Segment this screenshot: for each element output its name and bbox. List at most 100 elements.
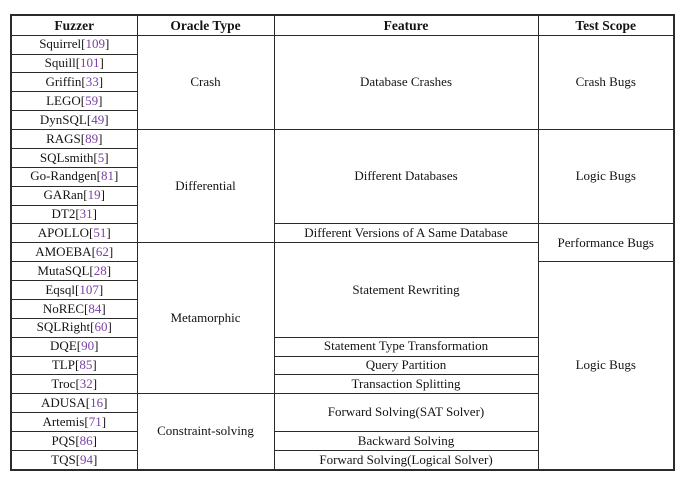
citation-link[interactable]: 60 — [94, 319, 108, 335]
test-scope-cell: Logic Bugs — [537, 261, 675, 471]
table-row: RAGS[89] Differential Different Database… — [10, 129, 675, 244]
citation-bracket-close: ] — [92, 432, 98, 448]
table-row: ADUSA[16] Constraint-solving Forward Sol… — [10, 393, 674, 471]
table-row: Griffin[33] — [10, 72, 674, 93]
fuzzer-name: SQLsmith — [39, 149, 94, 165]
oracle-type-cell: Metamorphic — [136, 242, 275, 395]
table-row: Troc[32] Transaction Splitting — [10, 374, 674, 395]
citation-bracket-open: [ — [91, 243, 96, 259]
feature-cell: Backward Solving — [273, 431, 539, 451]
citation-bracket-close: ] — [113, 168, 119, 184]
citation-link[interactable]: 31 — [79, 206, 93, 222]
fuzzer-cell: TLP[85] — [10, 355, 138, 376]
citation-bracket-close: ] — [108, 243, 114, 259]
citation-link[interactable]: 101 — [80, 55, 100, 71]
fuzzer-cell: Go-Randgen[81] — [10, 166, 138, 187]
fuzzer-cell: APOLLO[51] — [10, 223, 138, 244]
citation-bracket-close: ] — [93, 451, 98, 467]
citation-link[interactable]: 28 — [93, 262, 107, 278]
citation-bracket-close: ] — [98, 92, 103, 108]
citation-link[interactable]: 19 — [87, 187, 101, 203]
citation-link[interactable]: 86 — [79, 432, 93, 448]
fuzzer-name: Eqsql — [45, 281, 75, 297]
table-row: TQS[94] Forward Solving(Logical Solver) — [10, 449, 674, 471]
fuzzer-name: RAGS — [46, 130, 81, 146]
fuzzer-name: Artemis — [42, 413, 85, 429]
fuzzer-name: LEGO — [46, 92, 81, 108]
fuzzer-name: AMOEBA — [35, 243, 92, 259]
fuzzer-name: Troc — [51, 376, 76, 392]
fuzzer-cell: DT2[31] — [10, 204, 138, 225]
fuzzer-cell: Troc[32] — [10, 374, 138, 395]
citation-link[interactable]: 89 — [85, 130, 99, 146]
citation-link[interactable]: 71 — [88, 413, 102, 429]
citation-link[interactable]: 81 — [100, 168, 114, 184]
fuzzer-name: TLP — [51, 357, 75, 373]
citation-bracket-open: [ — [96, 168, 101, 184]
test-scope-cell: Performance Bugs — [537, 223, 675, 263]
citation-link[interactable]: 94 — [80, 451, 94, 467]
table-row: PQS[86] Backward Solving — [10, 431, 674, 451]
column-header-feature: Feature — [273, 14, 539, 36]
column-header-fuzzer: Fuzzer — [10, 14, 138, 36]
oracle-type-cell: Crash — [136, 34, 275, 131]
citation-link[interactable]: 85 — [79, 357, 93, 373]
citation-bracket-close: ] — [98, 130, 103, 146]
citation-bracket-open: [ — [75, 55, 81, 71]
citation-bracket-close: ] — [107, 319, 112, 335]
feature-cell: Different Versions of A Same Database — [273, 223, 539, 244]
fuzzer-name: Griffin — [45, 74, 82, 90]
fuzzer-name: ADUSA — [41, 394, 86, 410]
citation-bracket-close: ] — [92, 376, 98, 392]
table-row: Go-Randgen[81] — [10, 166, 674, 187]
citation-bracket-open: [ — [81, 36, 86, 52]
citation-link[interactable]: 59 — [85, 92, 99, 108]
citation-link[interactable]: 16 — [90, 394, 104, 410]
citation-bracket-open: [ — [74, 281, 80, 297]
fuzzer-cell: DQE[90] — [10, 336, 138, 357]
fuzzer-cell: Artemis[71] — [10, 412, 138, 433]
test-scope-cell: Logic Bugs — [537, 129, 675, 225]
citation-bracket-close: ] — [101, 413, 107, 429]
header-row: Fuzzer Oracle Type Feature Test Scope — [10, 14, 675, 36]
fuzzer-cell: SQLRight[60] — [10, 317, 138, 338]
table-row: TLP[85] Query Partition — [10, 355, 674, 376]
citation-bracket-open: [ — [75, 432, 80, 448]
column-header-oracle-type: Oracle Type — [136, 14, 275, 36]
column-header-test-scope: Test Scope — [537, 14, 675, 36]
citation-bracket-open: [ — [84, 413, 89, 429]
citation-bracket-open: [ — [74, 357, 80, 373]
citation-link[interactable]: 109 — [85, 36, 105, 52]
table-row: MutaSQL[28] Logic Bugs — [10, 261, 675, 471]
citation-link[interactable]: 90 — [81, 338, 95, 354]
citation-link[interactable]: 84 — [88, 300, 102, 316]
citation-bracket-open: [ — [80, 92, 86, 108]
table-row: DynSQL[49] — [10, 110, 674, 131]
fuzzer-cell: SQLsmith[5] — [10, 147, 138, 168]
citation-bracket-open: [ — [85, 394, 91, 410]
feature-cell: Forward Solving(Logical Solver) — [273, 449, 539, 471]
fuzzer-name: MutaSQL — [37, 262, 90, 278]
feature-cell: Database Crashes — [273, 34, 539, 131]
fuzzer-cell: LEGO[59] — [10, 91, 138, 112]
fuzzer-name: PQS — [51, 432, 76, 448]
fuzzer-name: Squill — [44, 55, 76, 71]
fuzzer-name: GARan — [43, 187, 84, 203]
citation-link[interactable]: 32 — [79, 376, 93, 392]
citation-bracket-open: [ — [89, 262, 94, 278]
fuzzer-name: NoREC — [42, 300, 84, 316]
citation-link[interactable]: 107 — [79, 281, 99, 297]
citation-bracket-open: [ — [89, 225, 94, 241]
citation-bracket-close: ] — [106, 262, 112, 278]
citation-link[interactable]: 51 — [93, 225, 107, 241]
fuzzer-cell: AMOEBA[62] — [10, 242, 138, 263]
citation-bracket-open: [ — [75, 376, 80, 392]
fuzzer-cell: PQS[86] — [10, 431, 138, 451]
citation-link[interactable]: 33 — [85, 74, 99, 90]
citation-link[interactable]: 5 — [97, 149, 105, 165]
fuzzer-cell: RAGS[89] — [10, 129, 138, 149]
citation-bracket-open: [ — [81, 74, 86, 90]
citation-link[interactable]: 62 — [95, 243, 109, 259]
citation-link[interactable]: 49 — [91, 111, 105, 127]
